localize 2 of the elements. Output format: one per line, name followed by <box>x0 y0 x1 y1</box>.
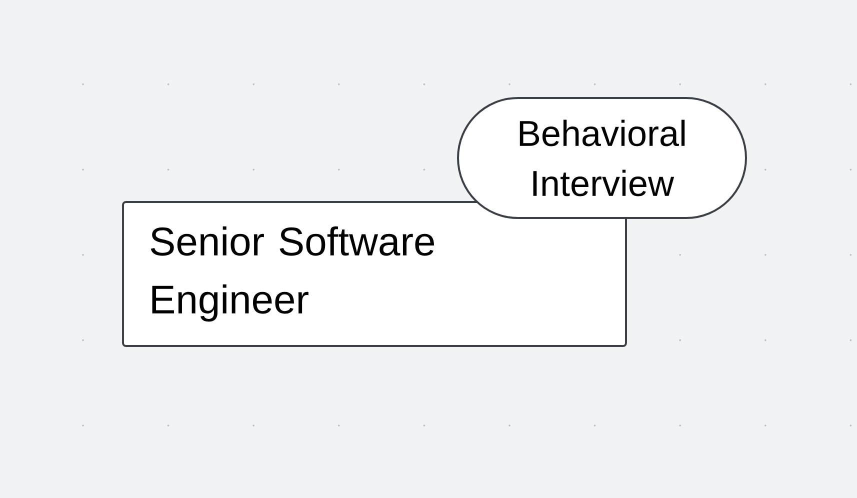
job-title-box: Senior Software Engineer <box>122 201 627 347</box>
interview-pill: Behavioral Interview <box>457 97 747 219</box>
